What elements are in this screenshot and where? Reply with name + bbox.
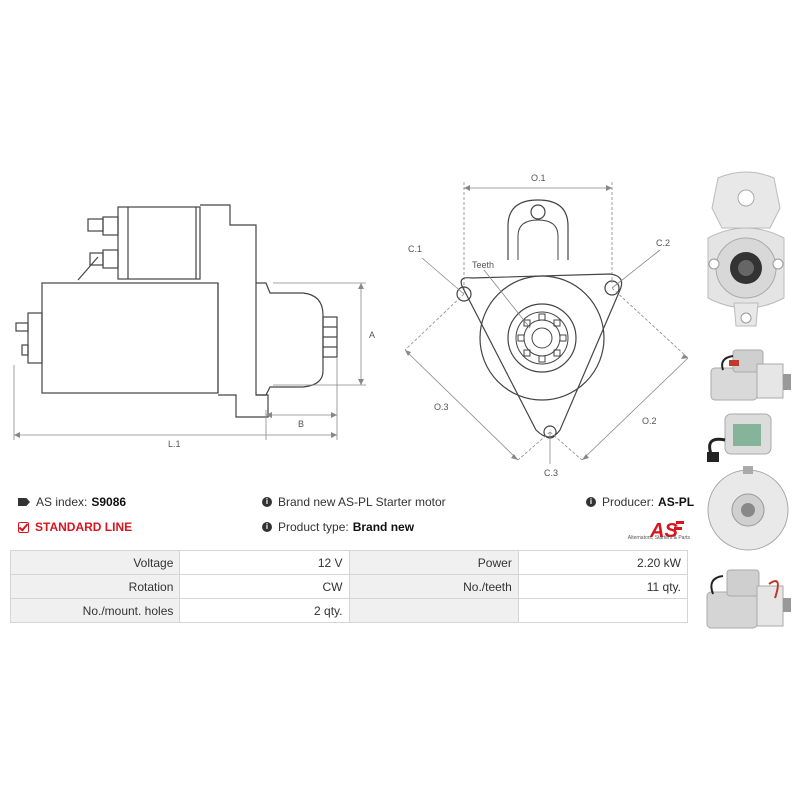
spec-value: 12 V [179,550,350,575]
standard-line: STANDARD LINE [18,520,132,534]
as-index: AS index: S9086 [18,495,126,509]
product-photo-angle[interactable] [703,558,793,643]
dim-label-b: B [298,419,304,429]
solenoid-outline [117,206,201,280]
dim-label-c1: C.1 [408,244,422,254]
spec-value: 11 qty. [517,574,689,599]
product-photo-side[interactable] [703,340,793,410]
description-text: Brand new AS-PL Starter motor [278,495,446,509]
info-icon: i [586,497,596,507]
spec-label: No./teeth [348,574,519,599]
dim-label-c3: C.3 [544,468,558,478]
spec-label: Power [348,550,519,575]
as-index-label: AS index: [36,495,88,509]
product-description: i Brand new AS-PL Starter motor [262,495,446,509]
table-row: No./mount. holes 2 qty. [9,598,689,623]
table-row: Voltage 12 V Power 2.20 kW [9,550,689,575]
side-view-drawing: L.1 B A [13,204,375,449]
dim-label-a: A [369,330,375,340]
spec-label: Voltage [9,550,181,575]
dim-label-c2: C.2 [656,238,670,248]
dim-label-o3: O.3 [434,402,449,412]
product-photo-front[interactable] [700,168,792,338]
info-icon: i [262,522,272,532]
product-photo-rear[interactable] [703,410,793,560]
checkbox-icon [18,521,29,533]
motor-body-outline [41,282,219,394]
logo-mark: AS [649,520,678,542]
tag-icon [18,498,30,506]
front-view-drawing: O.1 C.1 C.2 C. [404,173,689,478]
spec-label [348,598,519,623]
teeth-label: Teeth [472,260,494,270]
logo-tagline: Alternators, Starters & Parts [627,535,690,541]
specs-table: Voltage 12 V Power 2.20 kW Rotation CW N… [9,550,689,623]
product-type-label: Product type: [278,520,349,534]
spec-label: No./mount. holes [9,598,181,623]
product-type: i Product type: Brand new [262,520,414,534]
flange-outline [460,273,623,438]
table-row: Rotation CW No./teeth 11 qty. [9,574,689,599]
dim-label-o1: O.1 [531,173,546,183]
dim-label-l1: L.1 [168,439,181,449]
producer-label: Producer: [602,495,655,509]
standard-line-label: STANDARD LINE [35,520,133,534]
spec-value [517,598,689,623]
producer-value: AS-PL [658,495,695,509]
dim-label-o2: O.2 [642,416,657,426]
info-icon: i [262,497,272,507]
as-pl-logo: AS [649,520,684,542]
spec-value: 2 qty. [179,598,350,623]
as-index-value: S9086 [91,495,127,509]
product-type-value: Brand new [352,520,415,534]
producer: i Producer: AS-PL [586,495,694,509]
spec-label: Rotation [9,574,181,599]
spec-value: CW [179,574,350,599]
spec-value: 2.20 kW [517,550,689,575]
